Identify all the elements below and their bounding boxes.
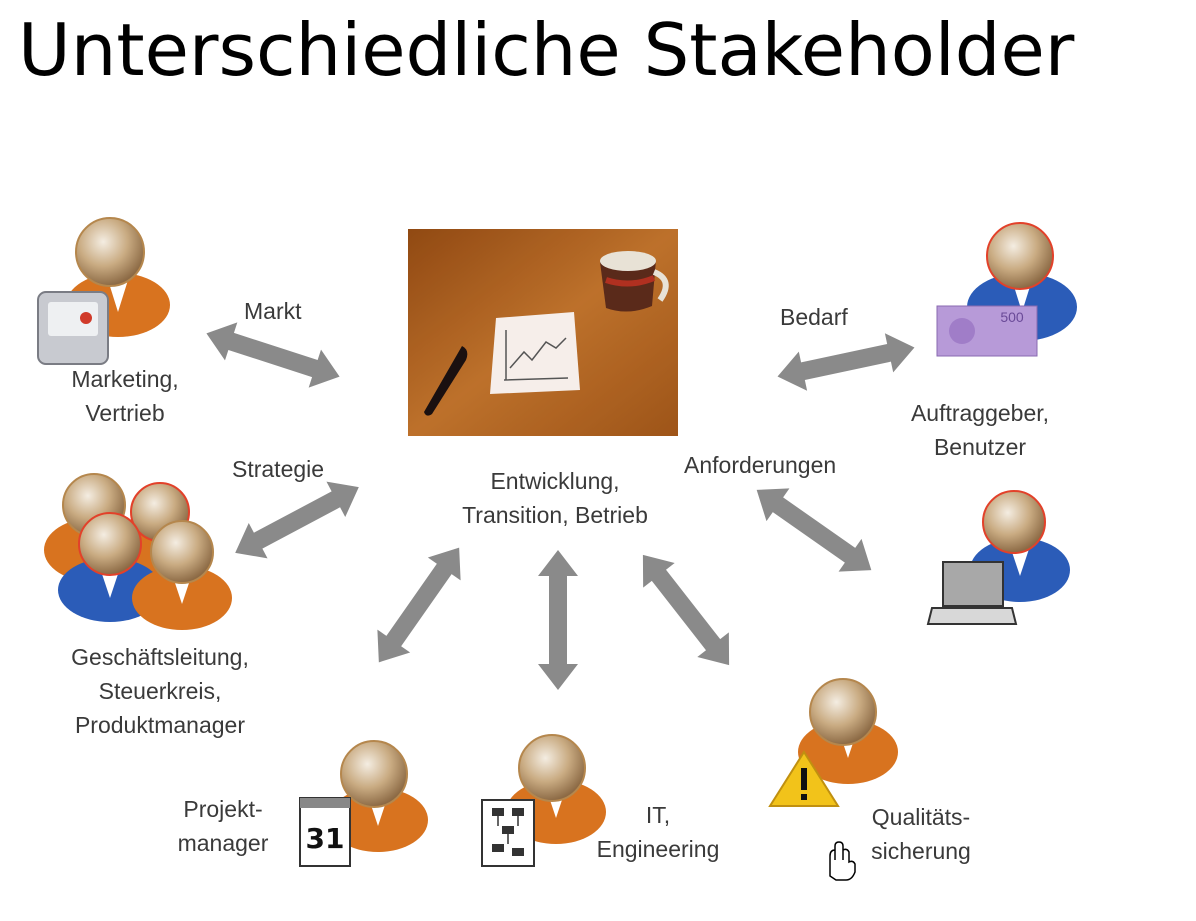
page-title: Unterschiedliche Stakeholder — [18, 8, 1075, 92]
marketing-label-line2: Vertrieb — [85, 400, 165, 426]
qs-label-line2: sicherung — [871, 838, 971, 864]
it-label-line2: Engineering — [596, 836, 720, 862]
svg-text:500: 500 — [1000, 309, 1024, 325]
auftraggeber-label-line1: Auftraggeber, — [910, 400, 1050, 426]
flowchart-icon — [481, 799, 535, 867]
qs-person — [768, 678, 898, 807]
projekt-label-line2: manager — [177, 830, 269, 856]
warning-icon — [768, 750, 840, 807]
relation-label-bedarf: Bedarf — [780, 304, 848, 330]
it-label: IT, Engineering — [580, 798, 736, 866]
arrow-bedarf — [773, 327, 919, 397]
relation-label-markt: Markt — [244, 298, 302, 324]
marketing-label-line1: Marketing, — [71, 366, 179, 392]
center-label-line1: Entwicklung, — [490, 468, 620, 494]
qs-label-line1: Qualitäts- — [871, 804, 971, 830]
laptop-icon — [926, 561, 1018, 625]
auftraggeber-person: 500 — [936, 222, 1077, 357]
auftraggeber-label: Auftraggeber, Benutzer — [880, 396, 1080, 464]
arrow-it — [538, 550, 578, 690]
relation-label-anforderungen: Anforderungen — [684, 452, 837, 478]
arrow-anforderungen — [745, 473, 883, 587]
arrow-projekt — [362, 536, 476, 674]
center-label: Entwicklung, Transition, Betrieb — [430, 464, 680, 532]
management-label: Geschäftsleitung, Steuerkreis, Produktma… — [40, 640, 280, 742]
management-label-line3: Produktmanager — [74, 712, 246, 738]
arrow-qs — [627, 542, 745, 678]
mug-icon — [600, 251, 669, 312]
svg-text:31: 31 — [306, 822, 345, 855]
center-label-line2: Transition, Betrieb — [462, 502, 648, 528]
banknote-icon: 500 — [936, 305, 1038, 357]
blood-pressure-device-icon — [37, 291, 109, 365]
center-photo — [408, 229, 678, 436]
management-group — [44, 473, 232, 630]
laptop-user — [926, 490, 1070, 625]
auftraggeber-label-line2: Benutzer — [933, 434, 1027, 460]
qs-label: Qualitäts- sicherung — [846, 800, 996, 868]
pen-icon — [424, 346, 468, 416]
projekt-label: Projekt- manager — [158, 792, 288, 860]
calendar-icon: 31 — [299, 797, 351, 867]
projekt-label-line1: Projekt- — [183, 796, 263, 822]
marketing-person — [37, 217, 170, 365]
management-label-line1: Geschäftsleitung, — [71, 644, 249, 670]
hand-cursor-icon — [829, 841, 856, 881]
relation-label-strategie: Strategie — [232, 456, 325, 482]
it-label-line1: IT, — [645, 802, 671, 828]
management-label-line2: Steuerkreis, — [98, 678, 222, 704]
marketing-label: Marketing, Vertrieb — [40, 362, 210, 430]
projekt-person: 31 — [299, 740, 428, 867]
it-person — [481, 734, 606, 867]
paper-icon — [490, 312, 580, 394]
